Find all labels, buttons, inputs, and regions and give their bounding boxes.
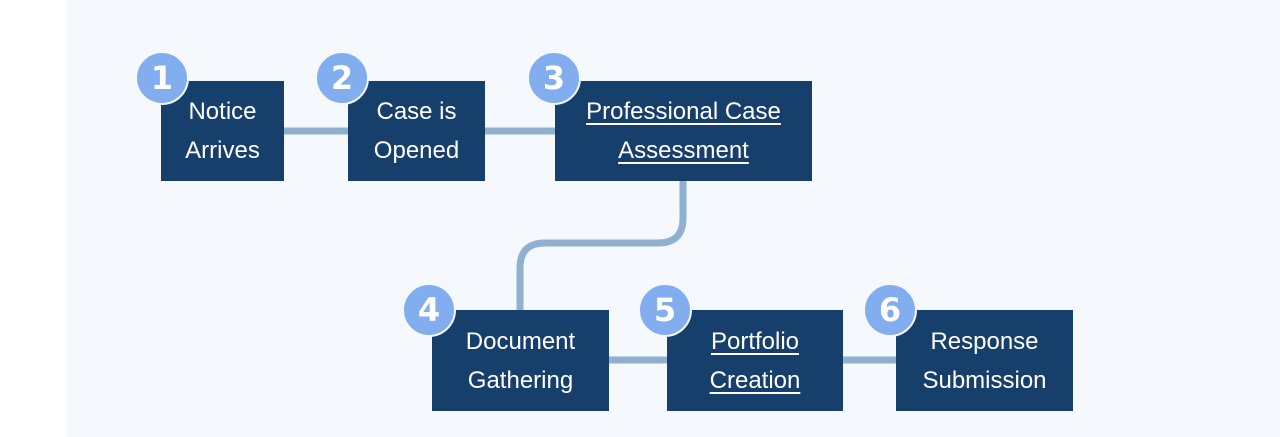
step-3-number-badge: 3 bbox=[527, 51, 581, 105]
step-2-number-badge: 2 bbox=[315, 51, 369, 105]
step-4-number-badge: 4 bbox=[402, 283, 456, 337]
step-5-number-badge: 5 bbox=[638, 283, 692, 337]
step-1-number-badge: 1 bbox=[135, 51, 189, 105]
connector-3-4 bbox=[516, 177, 687, 314]
step-6-number-badge: 6 bbox=[863, 283, 917, 337]
